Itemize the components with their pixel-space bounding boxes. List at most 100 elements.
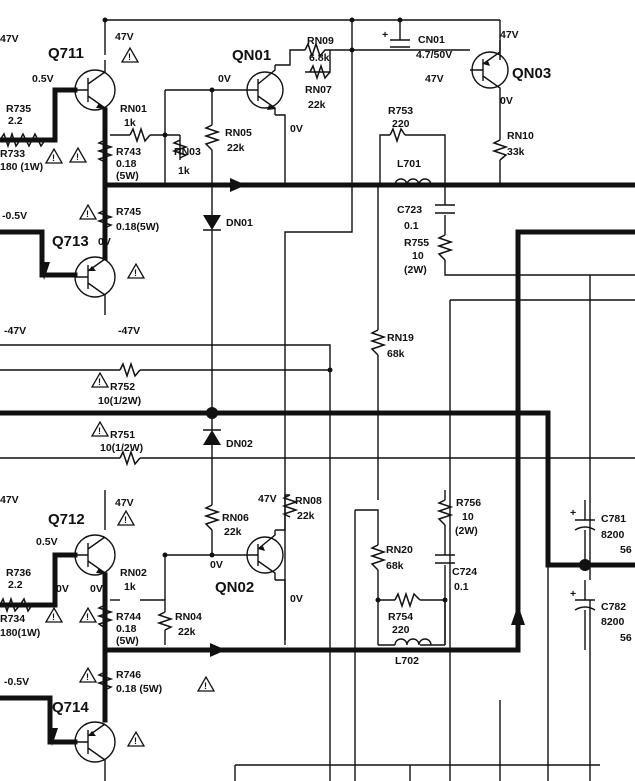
label-r744: R744 bbox=[116, 611, 141, 623]
voltage-label: -47V bbox=[4, 325, 26, 337]
value-r745: 0.18(5W) bbox=[116, 221, 159, 233]
label-r752: R752 bbox=[110, 381, 135, 393]
svg-text:+: + bbox=[570, 588, 576, 600]
value-c724: 0.1 bbox=[454, 581, 469, 593]
transistor-qn02-symbol bbox=[246, 530, 284, 580]
warning-icon: ! bbox=[90, 371, 110, 388]
label-q714: Q714 bbox=[52, 699, 89, 716]
value-r752: 10(1/2W) bbox=[98, 395, 141, 407]
value2-c781: 56 bbox=[620, 544, 632, 556]
voltage-label: -0.5V bbox=[4, 676, 29, 688]
warning-icon: ! bbox=[78, 203, 98, 220]
label-r755: R755 bbox=[404, 237, 429, 249]
value-r753: 220 bbox=[392, 118, 410, 130]
svg-text:!: ! bbox=[98, 377, 101, 387]
warning-icon: ! bbox=[120, 46, 140, 63]
svg-text:!: ! bbox=[76, 152, 79, 162]
svg-text:!: ! bbox=[204, 681, 207, 691]
resistor-symbols bbox=[0, 41, 509, 691]
label-rn10: RN10 bbox=[507, 130, 534, 142]
value-rn05: 22k bbox=[227, 142, 245, 154]
value-rn02: 1k bbox=[124, 581, 136, 593]
svg-text:!: ! bbox=[128, 52, 131, 62]
label-r756: R756 bbox=[456, 497, 481, 509]
label-rn19: RN19 bbox=[387, 332, 414, 344]
svg-text:!: ! bbox=[52, 153, 55, 163]
svg-text:+: + bbox=[570, 507, 576, 519]
label-rn06: RN06 bbox=[222, 512, 249, 524]
label-q713: Q713 bbox=[52, 233, 89, 250]
value-rn04: 22k bbox=[178, 626, 196, 638]
label-rn08: RN08 bbox=[295, 495, 322, 507]
voltage-label: 0V bbox=[290, 593, 303, 605]
warning-icon: ! bbox=[126, 262, 146, 279]
transistor-qn03-symbol bbox=[470, 40, 509, 100]
label-r746: R746 bbox=[116, 669, 141, 681]
value-cn01: 4.7/50V bbox=[416, 49, 452, 61]
warning-icon: ! bbox=[78, 666, 98, 683]
voltage-label: 47V bbox=[500, 29, 519, 41]
rating-r744: (5W) bbox=[116, 635, 139, 647]
label-rn05: RN05 bbox=[225, 127, 252, 139]
label-r735: R735 bbox=[6, 103, 31, 115]
voltage-label: 0V bbox=[210, 559, 223, 571]
svg-text:!: ! bbox=[98, 426, 101, 436]
voltage-label: 47V bbox=[425, 73, 444, 85]
voltage-label: 47V bbox=[0, 33, 19, 45]
svg-text:+: + bbox=[382, 29, 388, 41]
value-r746: 0.18 (5W) bbox=[116, 683, 162, 695]
label-c782: C782 bbox=[601, 601, 626, 613]
signal-arrows bbox=[40, 178, 525, 746]
label-l702: L702 bbox=[395, 655, 419, 667]
label-r753: R753 bbox=[388, 105, 413, 117]
warning-icon: ! bbox=[78, 606, 98, 623]
svg-text:!: ! bbox=[124, 515, 127, 525]
label-rn07: RN07 bbox=[305, 84, 332, 96]
value2-c782: 56 bbox=[620, 632, 632, 644]
label-c724: C724 bbox=[452, 566, 477, 578]
transistor-q714-symbol bbox=[74, 721, 116, 763]
label-rn01: RN01 bbox=[120, 103, 147, 115]
value-rn06: 22k bbox=[224, 526, 242, 538]
voltage-label: 47V bbox=[115, 31, 134, 43]
label-dn02: DN02 bbox=[226, 438, 253, 450]
voltage-label: 0V bbox=[500, 95, 513, 107]
svg-text:!: ! bbox=[134, 268, 137, 278]
label-r733: R733 bbox=[0, 148, 25, 160]
warning-icon: ! bbox=[44, 147, 64, 164]
value-r744: 0.18 bbox=[116, 623, 137, 635]
warning-icon: ! bbox=[116, 509, 136, 526]
label-r754: R754 bbox=[388, 611, 413, 623]
warning-icon: ! bbox=[44, 606, 64, 623]
transistor-qn01-symbol bbox=[246, 65, 284, 115]
voltage-label: -47V bbox=[118, 325, 140, 337]
svg-text:!: ! bbox=[86, 672, 89, 682]
value-r734: 180(1W) bbox=[0, 627, 40, 639]
svg-text:!: ! bbox=[52, 612, 55, 622]
label-r736: R736 bbox=[6, 567, 31, 579]
value-r743: 0.18 bbox=[116, 158, 137, 170]
value-r754: 220 bbox=[392, 624, 410, 636]
value-r735: 2.2 bbox=[8, 115, 23, 127]
value-c781: 8200 bbox=[601, 529, 625, 541]
label-c781: C781 bbox=[601, 513, 626, 525]
label-q712: Q712 bbox=[48, 511, 85, 528]
label-cn01: CN01 bbox=[418, 34, 445, 46]
voltage-label: 0V bbox=[56, 583, 69, 595]
value-rn19: 68k bbox=[387, 348, 405, 360]
value-r751: 10(1/2W) bbox=[100, 442, 143, 454]
label-rn03: RN03 bbox=[174, 146, 201, 158]
value-rn01: 1k bbox=[124, 117, 136, 129]
label-r745: R745 bbox=[116, 206, 141, 218]
voltage-label: 0V bbox=[98, 236, 111, 248]
value-r736: 2.2 bbox=[8, 579, 23, 591]
voltage-label: 0V bbox=[290, 123, 303, 135]
voltage-label: -0.5V bbox=[2, 210, 27, 222]
label-rn09: RN09 bbox=[307, 35, 334, 47]
heavy-wires bbox=[0, 87, 635, 745]
inductor-symbols bbox=[394, 178, 432, 646]
diode-symbols bbox=[203, 215, 221, 445]
value-rn09: 6.8k bbox=[309, 52, 330, 64]
label-r734: R734 bbox=[0, 613, 25, 625]
value-rn08: 22k bbox=[297, 510, 315, 522]
